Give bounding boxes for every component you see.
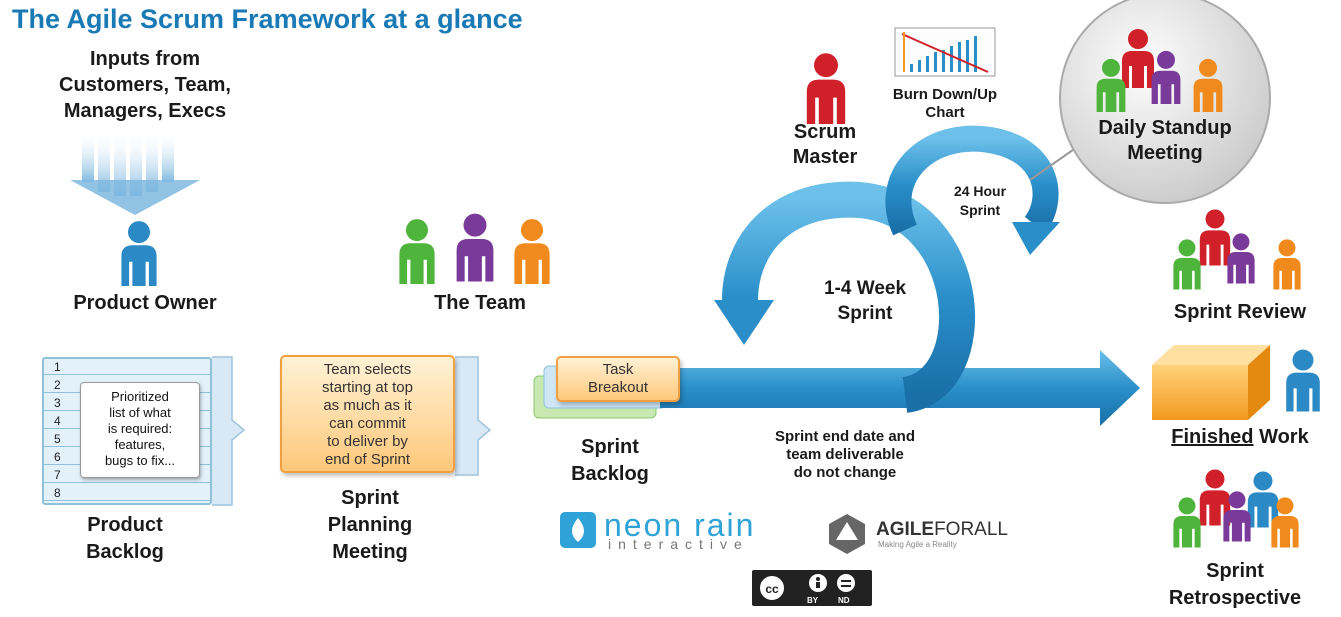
daily-standup-label: Daily Standup Meeting (1075, 116, 1255, 166)
week-loop-arrow (722, 181, 975, 413)
agile-for-all-logo-icon (829, 514, 865, 554)
planning-card-line: starting at top (322, 379, 413, 396)
backlog-row: 8 (44, 485, 210, 501)
finished-work-label: Finished Work (1145, 426, 1335, 449)
backlog-note: Prioritized list of what is required: fe… (80, 382, 200, 478)
backlog-bracket (212, 356, 246, 506)
sprint-review-label: Sprint Review (1173, 301, 1307, 323)
product-backlog-label-line: Product (87, 514, 163, 536)
finished-work-box-icon (1152, 345, 1270, 420)
agile-for-all-tagline: Making Agile a Reality (878, 540, 957, 549)
neon-rain-logo-text: neon rain (604, 507, 756, 543)
daily-standup-label-line: Meeting (1127, 142, 1203, 164)
task-card-line: Breakout (587, 379, 649, 396)
sprint-planning-card: Team selects starting at top as much as … (280, 355, 455, 473)
week-sprint-label: 1-4 Week Sprint (800, 276, 930, 326)
agile-bold: AGILE (876, 519, 935, 540)
hour-sprint-label-line: Sprint (959, 202, 1001, 218)
finished-rest: Work (1253, 426, 1309, 448)
inputs-line: Customers, Team, (59, 74, 231, 96)
sprint-planning-label-line: Sprint (341, 487, 399, 509)
sprint-flow-arrow (660, 350, 1140, 426)
burn-chart-icon (894, 27, 996, 77)
scrum-master-icon (806, 53, 846, 124)
backlog-row: 1 (44, 359, 210, 375)
backlog-note-line: list of what (109, 405, 171, 420)
planning-card-line: as much as it (323, 397, 412, 414)
sprint-retro-label-line: Sprint (1206, 560, 1264, 582)
week-sprint-label-line: Sprint (837, 303, 893, 324)
svg-text:cc: cc (765, 582, 779, 596)
product-owner-label: Product Owner (73, 292, 217, 314)
scrum-master-label: Scrum Master (770, 120, 880, 170)
planning-card-line: can commit (329, 415, 406, 432)
scrum-master-label-line: Master (792, 146, 858, 168)
team-label: The Team (434, 292, 526, 314)
backlog-note-line: is required: (107, 421, 173, 436)
sprint-planning-label: Sprint Planning Meeting (300, 485, 440, 566)
planning-bracket (455, 356, 492, 476)
inputs-line: Managers, Execs (63, 100, 227, 122)
hour-sprint-label: 24 Hour Sprint (935, 182, 1025, 220)
sprint-backlog-label-line: Backlog (571, 463, 649, 485)
inputs-label: Inputs from Customers, Team, Managers, E… (30, 46, 260, 124)
inputs-line: Inputs from (90, 48, 200, 70)
retrospective-team-icon (1173, 469, 1299, 548)
sprint-backlog-label: Sprint Backlog (540, 434, 680, 488)
daily-standup-label-line: Daily Standup (1098, 117, 1232, 139)
burn-chart-label: Burn Down/Up Chart (860, 86, 1030, 122)
sprint-review-team-icon (1173, 209, 1301, 290)
task-breakout-card: Task Breakout (556, 356, 680, 402)
cc-nd-label: ND (838, 596, 850, 605)
task-card-line: Task (602, 361, 634, 378)
team-icon (399, 213, 550, 284)
agile-rest: FORALL (934, 519, 1008, 540)
hour-loop-head (1012, 222, 1060, 255)
sprint-planning-label-line: Meeting (332, 541, 408, 563)
product-owner-icon (121, 221, 157, 286)
sprint-planning-label-line: Planning (327, 514, 413, 536)
hour-loop-arrow (885, 125, 1059, 236)
burn-chart-label-line: Chart (925, 104, 965, 121)
hour-sprint-label-line: 24 Hour (953, 183, 1007, 199)
no-change-line: Sprint end date and (774, 428, 915, 445)
backlog-note-line: Prioritized (111, 389, 169, 404)
sprint-backlog-label-line: Sprint (581, 436, 639, 458)
neon-rain-logo-icon (560, 512, 596, 548)
cc-license-icon: cc (752, 570, 872, 606)
sprint-retro-label-line: Retrospective (1168, 587, 1302, 609)
finished-underlined: Finished (1171, 426, 1254, 448)
agile-for-all-logo-text: AGILEFORALL (876, 519, 1008, 541)
no-change-line: do not change (793, 464, 897, 481)
cc-by-label: BY (807, 596, 819, 605)
inputs-arrow (70, 130, 200, 215)
finished-work-person-icon (1286, 349, 1320, 412)
neon-rain-logo-subtext: interactive (608, 536, 749, 552)
backlog-note-line: bugs to fix... (104, 453, 176, 468)
backlog-row: 7 (44, 467, 210, 483)
no-change-line: team deliverable (786, 446, 904, 463)
product-backlog-label-line: Backlog (86, 541, 164, 563)
sprint-retrospective-label: Sprint Retrospective (1145, 558, 1325, 612)
no-change-note: Sprint end date and team deliverable do … (720, 428, 970, 482)
planning-card-line: to deliver by (327, 433, 408, 450)
planning-card-line: end of Sprint (324, 451, 411, 468)
backlog-note-line: features, (114, 437, 166, 452)
planning-card-line: Team selects (323, 361, 412, 378)
week-loop-head (714, 300, 774, 345)
product-backlog-label: Product Backlog (50, 512, 200, 566)
week-sprint-label-line: 1-4 Week (823, 278, 907, 299)
scrum-master-label-line: Scrum (793, 121, 857, 143)
page-title: The Agile Scrum Framework at a glance (12, 4, 523, 34)
burn-chart-label-line: Burn Down/Up (892, 86, 998, 103)
